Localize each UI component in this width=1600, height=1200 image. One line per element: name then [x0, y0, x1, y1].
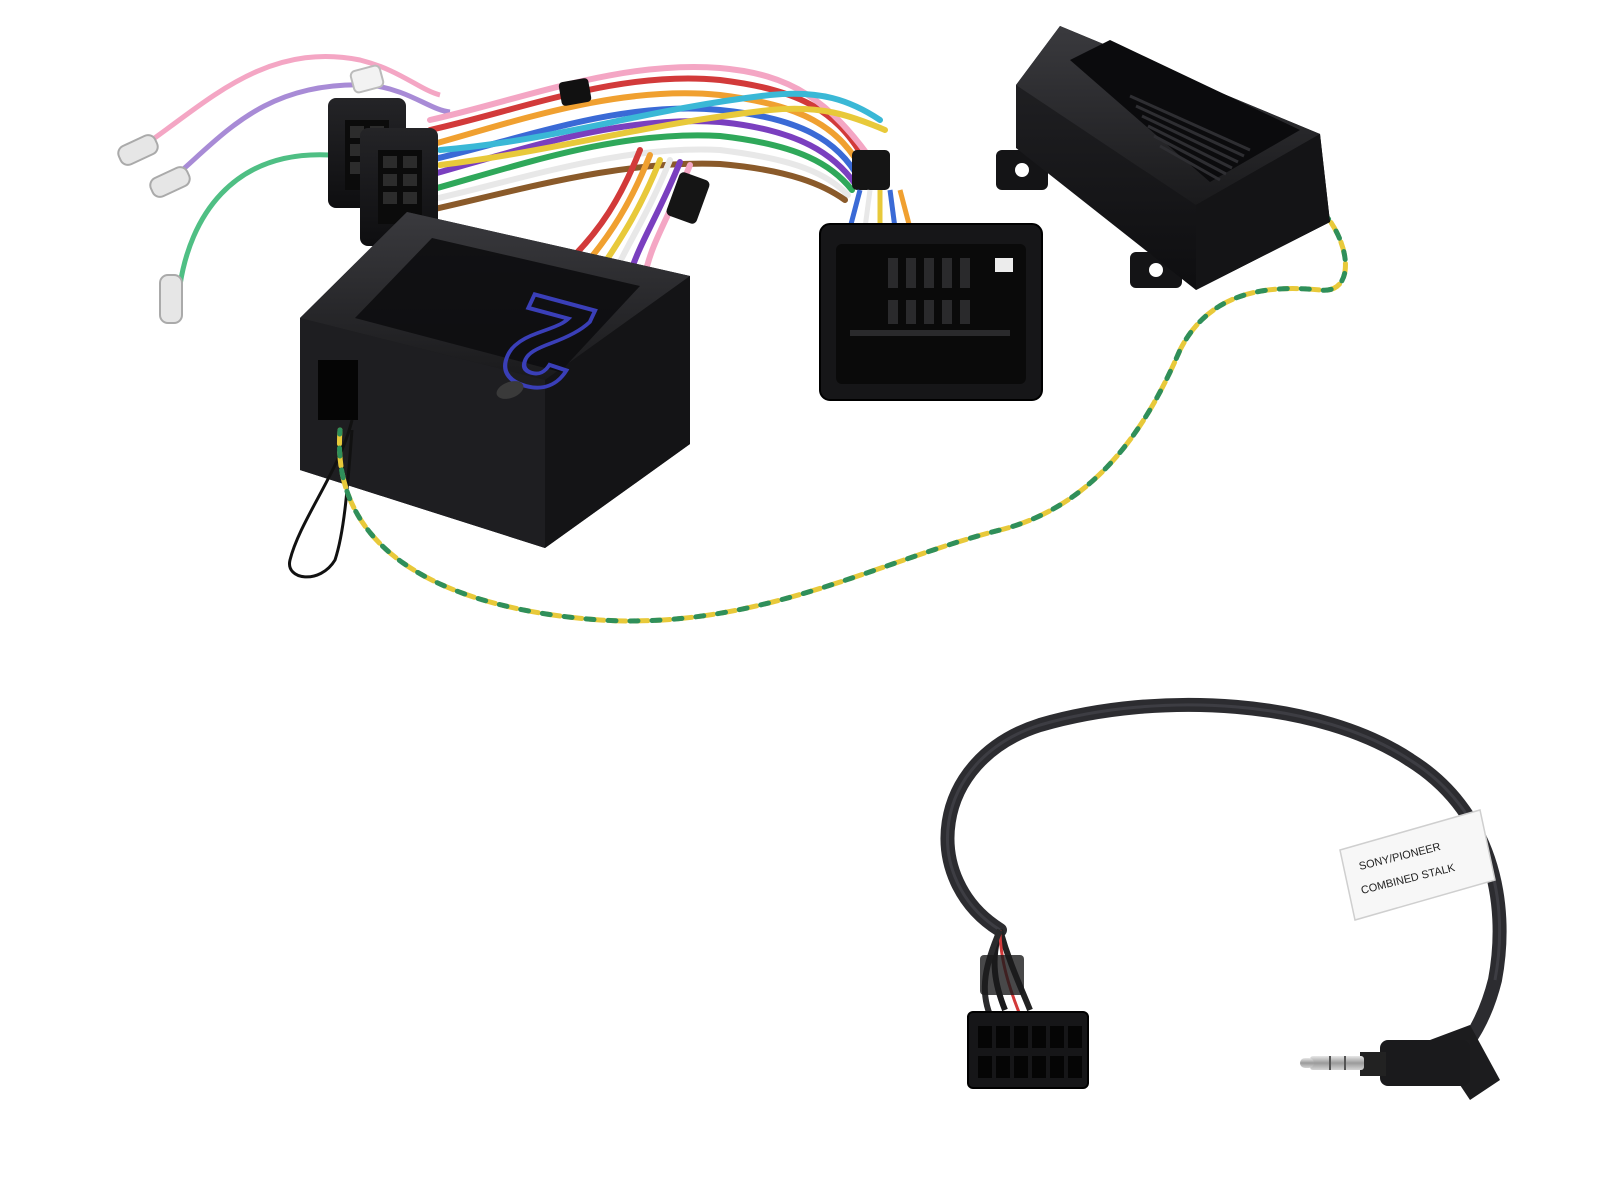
vent-grille	[1129, 94, 1251, 182]
connector-wires	[847, 189, 913, 229]
stalk-label: SONY/PIONEER COMBINED STALK	[1339, 809, 1496, 921]
black-wire-loop	[288, 419, 354, 579]
vehicle-connector	[819, 223, 1043, 401]
multipin-plug	[967, 1011, 1089, 1089]
terminal-pin-icon	[117, 134, 159, 166]
interface-module: 2	[300, 212, 690, 548]
twisted-pair-cable	[337, 197, 1348, 624]
status-led-icon	[496, 381, 524, 399]
receiver-module	[996, 26, 1330, 290]
loose-terminal-wires	[117, 53, 451, 324]
stalk-lead: SONY/PIONEER COMBINED STALK	[940, 697, 1507, 1100]
heat-shrink-sleeve	[558, 78, 890, 224]
terminal-pin-icon	[159, 274, 183, 324]
terminal-pin-icon	[149, 166, 191, 198]
audio-jack-plug	[1300, 1025, 1500, 1100]
